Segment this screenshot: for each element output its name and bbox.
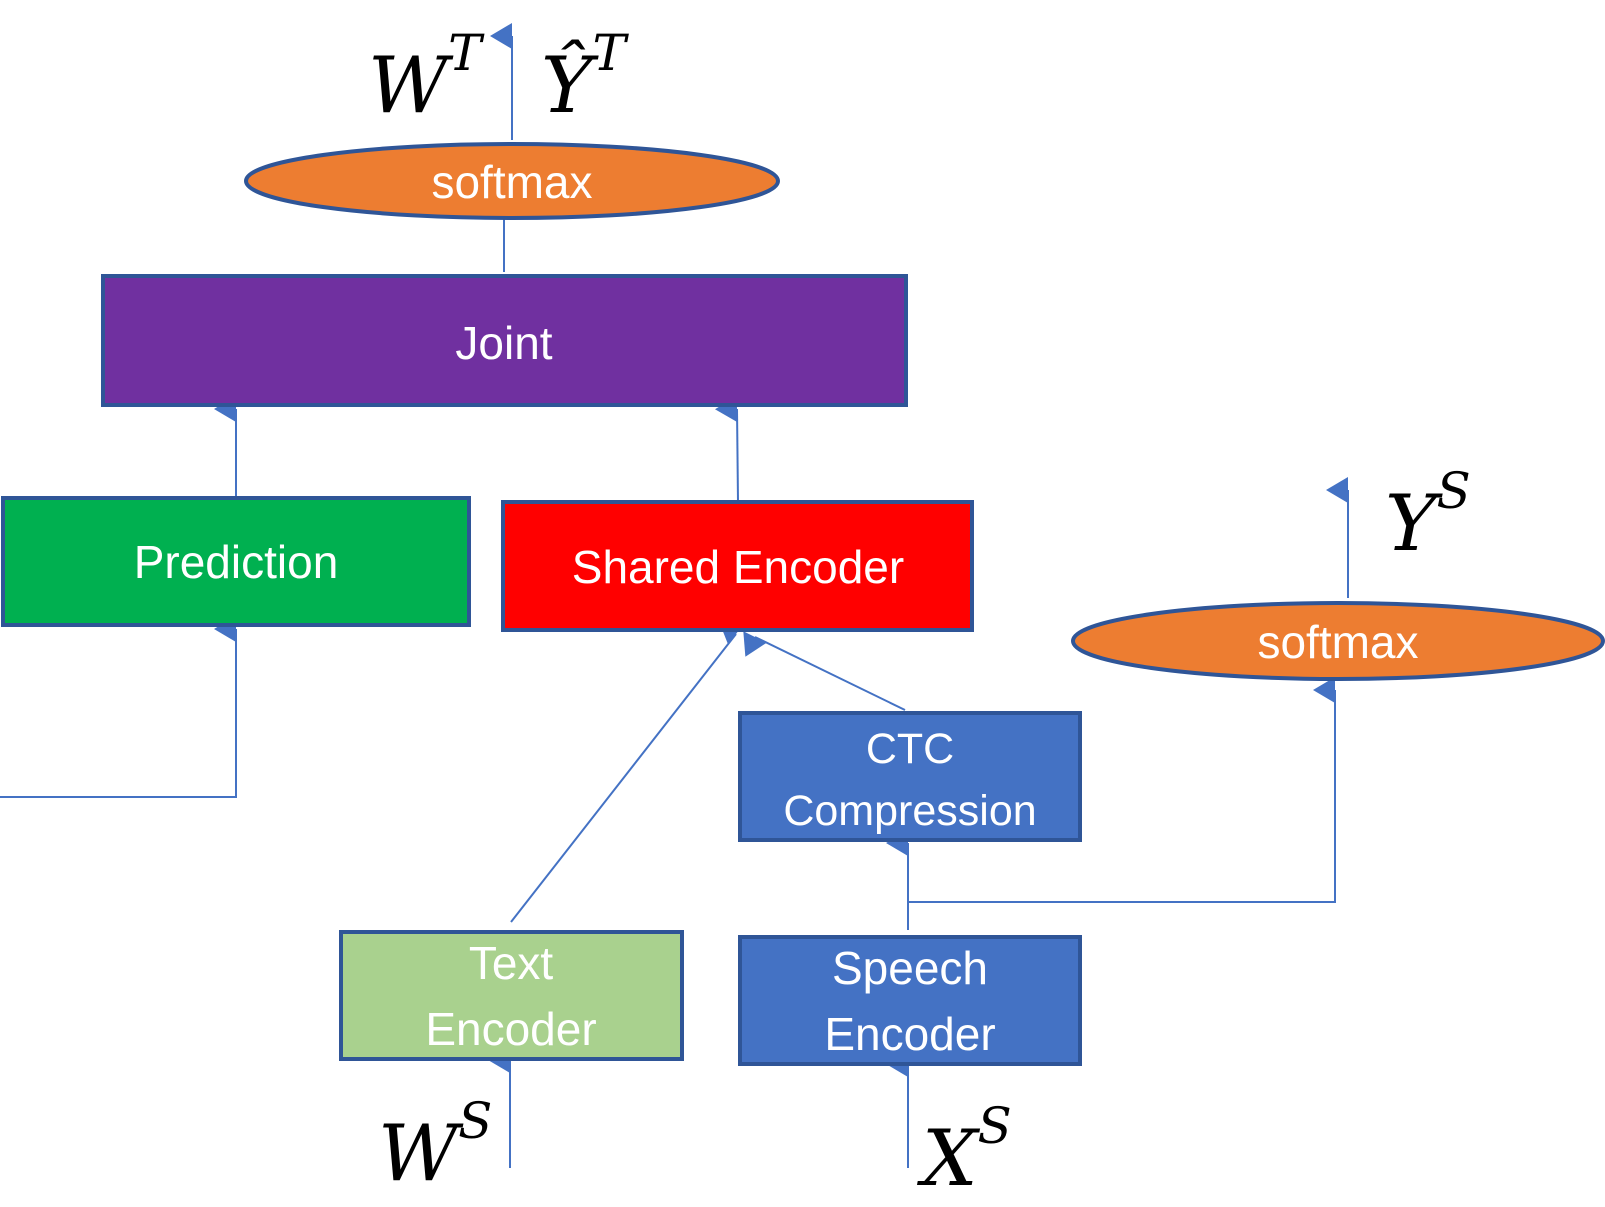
speech-encoder-label-line1: Speech: [832, 942, 988, 994]
label-y-hat-t-base: Ŷ: [541, 38, 599, 131]
softmax-top-ellipse: [244, 142, 780, 220]
softmax-top-label: softmax: [431, 156, 592, 208]
label-w-t-sup: T: [448, 24, 485, 82]
text-encoder-label-line2: Encoder: [425, 1003, 596, 1055]
label-y-s-sup: S: [1437, 462, 1471, 520]
arrow-feedback-to-prediction: [0, 616, 237, 798]
softmax-right-node: softmax: [1071, 601, 1605, 681]
arrow-ctc-to-shared-encoder: [743, 631, 906, 711]
speech-encoder-label-line2: Encoder: [824, 1008, 995, 1060]
label-x-s-base: X: [916, 1114, 981, 1204]
label-w-t-base: W: [368, 41, 454, 131]
arrow-text-encoder-to-shared-encoder: [510, 620, 745, 923]
softmax-right-label: softmax: [1257, 616, 1418, 668]
label-y-s-base: Y: [1385, 479, 1443, 569]
prediction-label: Prediction: [134, 536, 339, 588]
label-y-hat-t-sup: T: [593, 24, 630, 82]
label-w-s: WS: [378, 1092, 492, 1199]
shared-encoder-node: Shared Encoder: [501, 500, 974, 632]
label-y-hat-t: ŶT: [541, 24, 630, 131]
text-encoder-node: Text Encoder: [339, 930, 684, 1061]
joint-label: Joint: [455, 317, 552, 369]
prediction-box: [1, 496, 471, 627]
text-encoder-label-line1: Text: [469, 937, 554, 989]
ctc-compression-node: CTC Compression: [738, 711, 1082, 842]
softmax-top-node: softmax: [244, 142, 780, 220]
arrow-shared-encoder-to-joint: [715, 396, 739, 503]
ctc-compression-box: [738, 711, 1082, 842]
speech-encoder-box: [738, 935, 1082, 1066]
joint-box: [101, 274, 908, 407]
shared-encoder-label: Shared Encoder: [572, 541, 904, 593]
label-x-s-sup: S: [978, 1097, 1012, 1155]
prediction-node: Prediction: [1, 496, 471, 627]
label-w-s-sup: S: [458, 1092, 492, 1150]
shared-encoder-box: [501, 500, 974, 632]
ctc-compression-label-line1: CTC: [866, 725, 954, 773]
softmax-right-ellipse: [1071, 601, 1605, 681]
joint-node: Joint: [101, 274, 908, 407]
label-x-s: XS: [916, 1097, 1012, 1204]
ctc-compression-label-line2: Compression: [783, 787, 1036, 835]
text-encoder-box: [339, 930, 684, 1061]
label-w-t: WT: [368, 24, 485, 131]
label-w-s-base: W: [378, 1109, 464, 1199]
connectors: [0, 23, 1349, 1168]
arrow-speech-encoder-to-right-softmax: [908, 677, 1336, 903]
label-y-s: YS: [1385, 462, 1471, 569]
speech-encoder-node: Speech Encoder: [738, 935, 1082, 1066]
